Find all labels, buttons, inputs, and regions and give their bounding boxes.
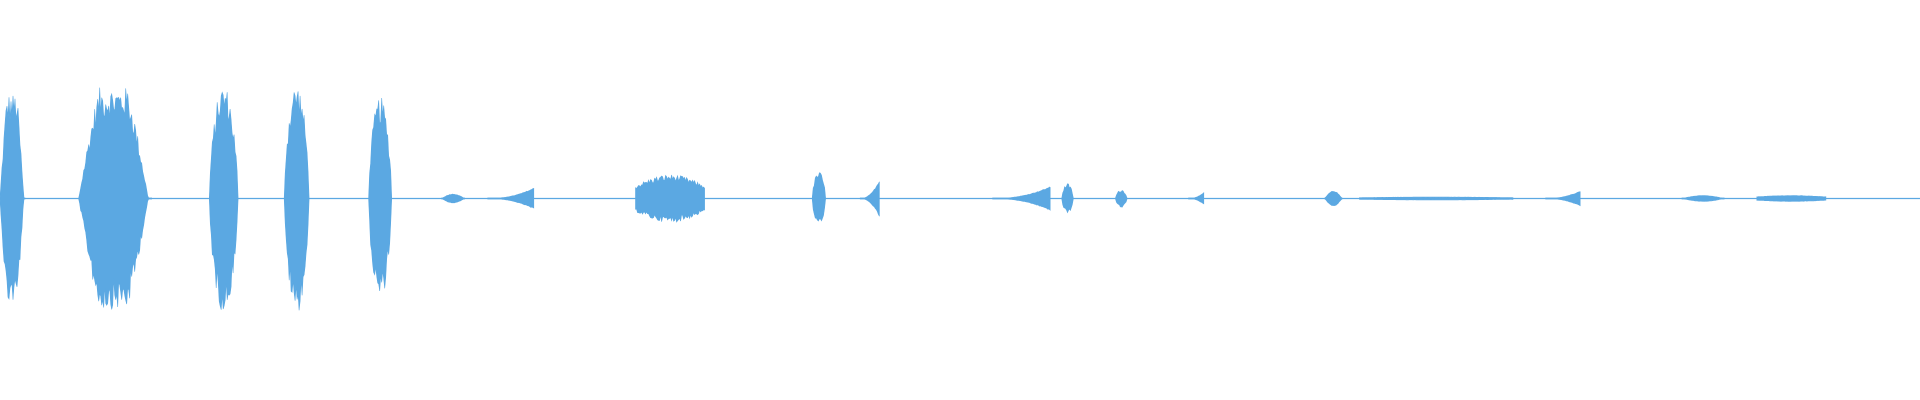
waveform-burst-1: [0, 95, 26, 300]
waveform-burst-5: [368, 97, 392, 292]
waveform-burst-9: [811, 172, 826, 222]
waveform-burst-4: [283, 91, 310, 311]
waveform-burst-3: [209, 91, 239, 310]
